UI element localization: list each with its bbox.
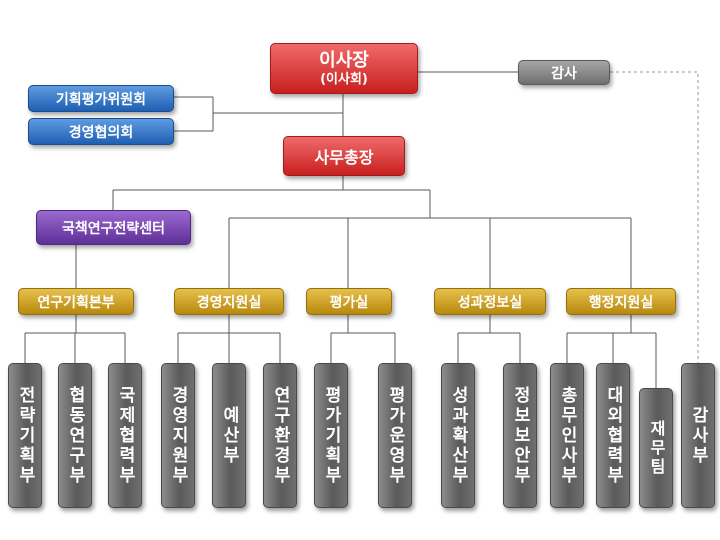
dept-evaluation-planning[interactable]: 평가기획부: [314, 363, 348, 508]
committee-label: 기획평가위원회: [55, 91, 147, 108]
dept-label: 협동연구부: [65, 385, 85, 486]
committee-label: 경영협의회: [68, 124, 134, 141]
dept-label: 재무팀: [647, 419, 666, 477]
dept-finance-team[interactable]: 재무팀: [639, 388, 673, 508]
division-evaluation-box[interactable]: 평가실: [306, 288, 392, 315]
dept-label: 총무인사부: [557, 385, 577, 486]
dept-evaluation-operation[interactable]: 평가운영부: [378, 363, 412, 508]
dept-audit[interactable]: 감사부: [681, 363, 715, 508]
policy-center-label: 국책연구전략센터: [61, 220, 166, 237]
board-subtitle: (이사회): [320, 71, 368, 87]
dept-general-affairs-hr[interactable]: 총무인사부: [550, 363, 584, 508]
audit-office-box[interactable]: 감사: [518, 60, 610, 85]
dept-label: 국제협력부: [115, 385, 135, 486]
board-title: 이사장: [319, 49, 369, 71]
dept-label: 연구환경부: [270, 385, 290, 486]
dept-international-cooperation[interactable]: 국제협력부: [108, 363, 142, 508]
division-research-planning-box[interactable]: 연구기획본부: [18, 288, 134, 315]
division-label: 성과정보실: [457, 294, 523, 311]
dept-budget[interactable]: 예산부: [212, 363, 246, 508]
policy-research-center-box[interactable]: 국책연구전략센터: [36, 210, 191, 245]
dept-label: 경영지원부: [168, 385, 188, 486]
division-admin-support-box[interactable]: 행정지원실: [566, 288, 676, 315]
dept-cooperative-research[interactable]: 협동연구부: [58, 363, 92, 508]
dept-external-cooperation[interactable]: 대외협력부: [596, 363, 630, 508]
division-label: 평가실: [329, 294, 369, 311]
division-label: 연구기획본부: [37, 294, 115, 311]
dept-label: 예산부: [219, 405, 239, 466]
audit-office-label: 감사: [551, 65, 577, 82]
dept-label: 성과확산부: [448, 385, 468, 486]
secretary-general-label: 사무총장: [314, 148, 374, 167]
division-label: 경영지원실: [196, 294, 262, 311]
dept-research-environment[interactable]: 연구환경부: [263, 363, 297, 508]
secretary-general-box[interactable]: 사무총장: [283, 136, 405, 176]
dept-information-security[interactable]: 정보보안부: [503, 363, 537, 508]
dept-strategic-planning[interactable]: 전략기획부: [8, 363, 42, 508]
board-chairman-box[interactable]: 이사장 (이사회): [270, 43, 418, 94]
dept-performance-diffusion[interactable]: 성과확산부: [441, 363, 475, 508]
committee-planning-evaluation-box[interactable]: 기획평가위원회: [28, 85, 174, 112]
division-performance-info-box[interactable]: 성과정보실: [434, 288, 546, 315]
dept-label: 감사부: [688, 405, 708, 466]
dept-management-support[interactable]: 경영지원부: [161, 363, 195, 508]
committee-management-box[interactable]: 경영협의회: [28, 118, 174, 145]
dept-label: 정보보안부: [510, 385, 530, 486]
division-label: 행정지원실: [588, 294, 654, 311]
dept-label: 전략기획부: [15, 385, 35, 486]
dept-label: 대외협력부: [603, 385, 623, 486]
dept-label: 평가운영부: [385, 385, 405, 486]
dept-label: 평가기획부: [321, 385, 341, 486]
division-management-support-box[interactable]: 경영지원실: [174, 288, 284, 315]
